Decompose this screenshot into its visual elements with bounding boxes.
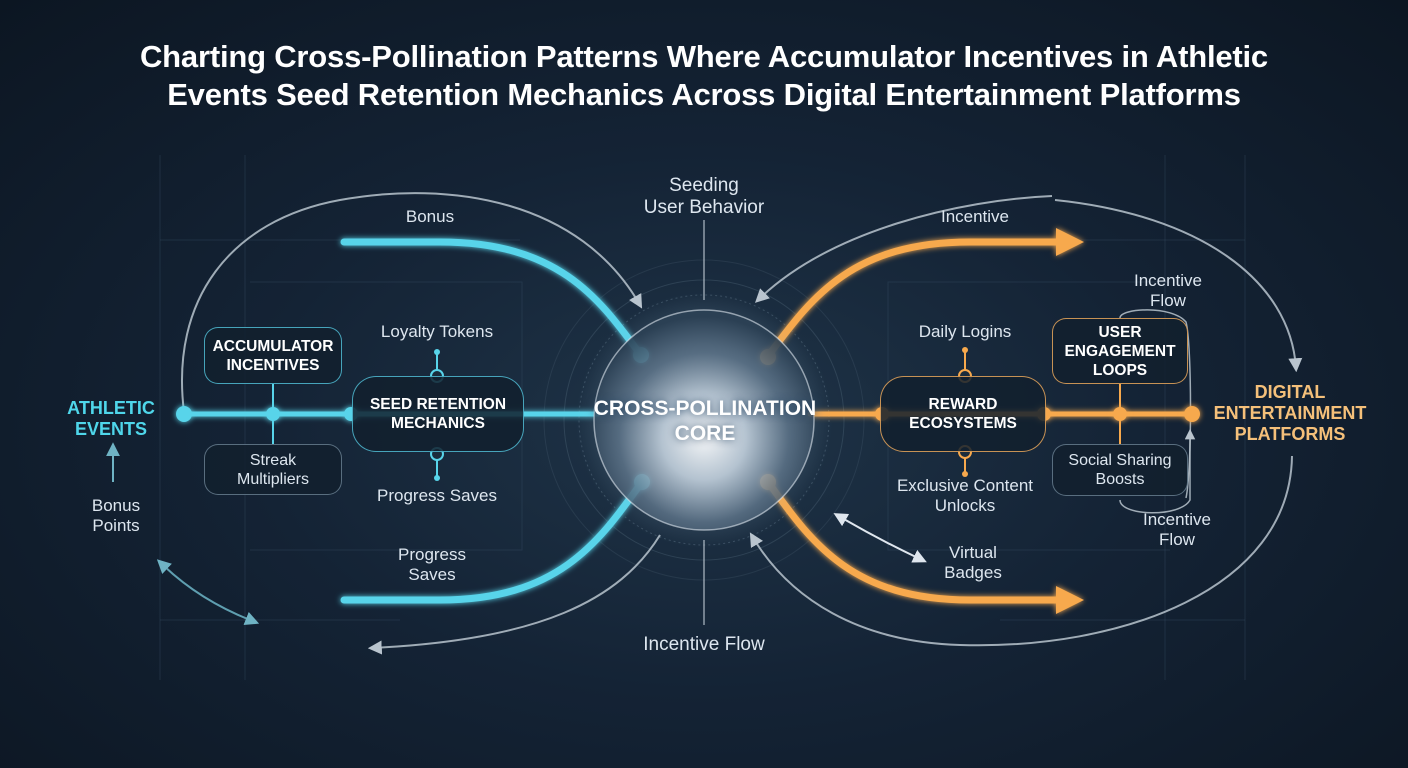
seed-retention-mechanics-box: SEED RETENTION MECHANICS <box>352 376 524 452</box>
incentive-flow-bottom-line-2: Flow <box>1159 530 1195 549</box>
digital-entertainment-platforms-label: DIGITAL ENTERTAINMENT PLATFORMS <box>1204 382 1376 445</box>
social-line-2: Boosts <box>1095 471 1145 488</box>
streak-multipliers-box: Streak Multipliers <box>204 444 342 495</box>
exclusive-content-label: Exclusive Content Unlocks <box>885 476 1045 516</box>
digital-node <box>1184 406 1200 422</box>
loyalty-top-dot <box>434 349 440 355</box>
bonus-points-line-2: Points <box>92 516 140 535</box>
incentive-flow-bottom-label: Incentive Flow <box>643 634 765 655</box>
athletic-node <box>176 406 192 422</box>
bonus-points-double-arrow <box>156 559 260 625</box>
incentive-flow-top-line-2: Flow <box>1150 291 1186 310</box>
incentive-label: Incentive <box>940 207 1010 226</box>
virtual-badges-double-arrow <box>833 513 927 563</box>
seed-line-1: SEED RETENTION <box>369 396 507 413</box>
accumulator-line-1: ACCUMULATOR <box>212 337 334 355</box>
reward-line-1: REWARD <box>928 396 998 413</box>
digital-line-2: ENTERTAINMENT <box>1213 403 1367 423</box>
core-line-2: CORE <box>674 422 736 445</box>
virtual-badges-line-2: Badges <box>944 563 1002 582</box>
exclusive-line-2: Unlocks <box>934 496 996 515</box>
daily-logins-dot <box>962 347 968 353</box>
engagement-line-2: ENGAGEMENT <box>1064 342 1176 360</box>
page-title: Charting Cross-Pollination Patterns Wher… <box>0 38 1408 114</box>
digital-line-1: DIGITAL <box>1254 382 1326 402</box>
accumulator-line-2: INCENTIVES <box>226 356 320 374</box>
incentive-flow-bottom-bracket <box>1119 428 1196 514</box>
reward-line-2: ECOSYSTEMS <box>909 415 1017 432</box>
seeding-line-1: Seeding <box>669 175 739 196</box>
title-line-2: Events Seed Retention Mechanics Across D… <box>167 77 1241 112</box>
engagement-line-1: USER <box>1098 323 1142 341</box>
loyalty-tokens-label: Loyalty Tokens <box>380 322 494 341</box>
bonus-label: Bonus <box>405 207 455 226</box>
virtual-badges-label: Virtual Badges <box>928 543 1018 583</box>
right-bottom-arc <box>749 455 1293 647</box>
core-label: CROSS-POLLINATION CORE <box>580 396 830 446</box>
bonus-points-label: Bonus Points <box>76 496 156 536</box>
right-outer-arc <box>1054 199 1303 373</box>
bonus-points-line-1: Bonus <box>91 496 141 515</box>
reward-ecosystems-box: REWARD ECOSYSTEMS <box>880 376 1046 452</box>
incentive-flow-bottom-line-1: Incentive <box>1142 510 1212 529</box>
incentive-flow-right-bottom-label: Incentive Flow <box>1131 510 1223 550</box>
right-top-arc <box>754 195 1053 303</box>
incentive-flow-top-line-1: Incentive <box>1133 271 1203 290</box>
incentive-flow-top-label: Incentive Flow <box>1122 271 1214 311</box>
engagement-line-3: LOOPS <box>1092 361 1148 379</box>
social-line-1: Social Sharing <box>1068 452 1172 469</box>
athletic-line-1: ATHLETIC <box>67 398 155 418</box>
seeding-line-2: User Behavior <box>643 197 765 218</box>
streak-line-2: Multipliers <box>236 470 309 488</box>
left-bottom-return-arc <box>367 534 661 655</box>
left-outer-arc <box>181 192 643 413</box>
exclusive-line-1: Exclusive Content <box>896 476 1034 495</box>
progress-bottom-dot <box>434 475 440 481</box>
athletic-line-2: EVENTS <box>74 419 148 439</box>
accumulator-node <box>266 407 280 421</box>
athletic-events-label: ATHLETIC EVENTS <box>56 398 166 440</box>
social-sharing-boosts-box: Social Sharing Boosts <box>1052 444 1188 496</box>
progress-saves-outer-label: Progress Saves <box>382 545 482 585</box>
engagement-node <box>1113 407 1127 421</box>
progress-saves-outer-line-2: Saves <box>408 565 456 584</box>
core-sphere <box>593 309 815 531</box>
accumulator-incentives-box: ACCUMULATOR INCENTIVES <box>204 327 342 384</box>
exclusive-dot <box>962 471 968 477</box>
title-line-1: Charting Cross-Pollination Patterns Wher… <box>140 39 1268 74</box>
progress-saves-outer-line-1: Progress <box>397 545 467 564</box>
daily-logins-label: Daily Logins <box>918 322 1012 341</box>
seed-line-2: MECHANICS <box>391 415 485 432</box>
progress-saves-inner-label: Progress Saves <box>377 486 497 505</box>
seeding-user-behavior-label: Seeding User Behavior <box>604 175 804 219</box>
user-engagement-loops-box: USER ENGAGEMENT LOOPS <box>1052 318 1188 384</box>
digital-line-3: PLATFORMS <box>1234 424 1346 444</box>
streak-line-1: Streak <box>249 451 297 469</box>
core-line-1: CROSS-POLLINATION <box>593 397 817 420</box>
virtual-badges-line-1: Virtual <box>949 543 997 562</box>
